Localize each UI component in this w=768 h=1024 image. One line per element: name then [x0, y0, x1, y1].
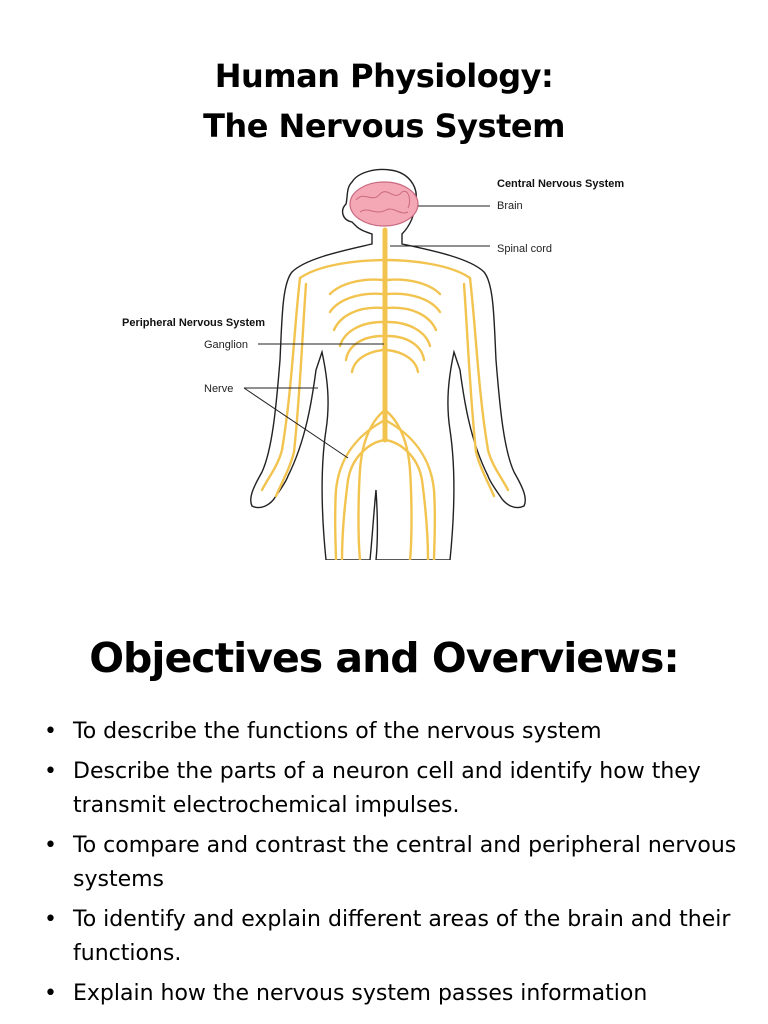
- list-item: •Describe the parts of a neuron cell and…: [40, 755, 740, 823]
- body-outline: [250, 168, 526, 560]
- label-brain: Brain: [497, 200, 523, 212]
- bullet-icon: •: [44, 907, 57, 932]
- bullet-icon: •: [44, 719, 57, 744]
- bullet-icon: •: [44, 759, 57, 784]
- list-item: •To describe the functions of the nervou…: [40, 715, 740, 749]
- list-item: •To compare and contrast the central and…: [40, 829, 740, 897]
- list-item: •Explain how the nervous system passes i…: [40, 977, 740, 1011]
- label-ganglion: Ganglion: [204, 339, 248, 351]
- bullet-icon: •: [44, 981, 57, 1006]
- label-central-nervous-system: Central Nervous System: [497, 178, 624, 190]
- bullet-icon: •: [44, 833, 57, 858]
- label-leader-lines: [243, 205, 490, 459]
- objectives-list: •To describe the functions of the nervou…: [40, 715, 740, 1017]
- peripheral-nerves: [260, 227, 510, 560]
- brain-illustration: [349, 181, 419, 227]
- label-spinal-cord: Spinal cord: [497, 243, 552, 255]
- page-title-line-2: The Nervous System: [203, 107, 565, 145]
- label-peripheral-nervous-system: Peripheral Nervous System: [122, 317, 265, 329]
- page-title-line-1: Human Physiology:: [214, 57, 554, 95]
- nervous-system-diagram: Central Nervous System Brain Spinal cord…: [122, 168, 624, 560]
- label-nerve: Nerve: [204, 383, 233, 395]
- list-item: •To identify and explain different areas…: [40, 903, 740, 971]
- objectives-heading: Objectives and Overviews:: [89, 634, 680, 682]
